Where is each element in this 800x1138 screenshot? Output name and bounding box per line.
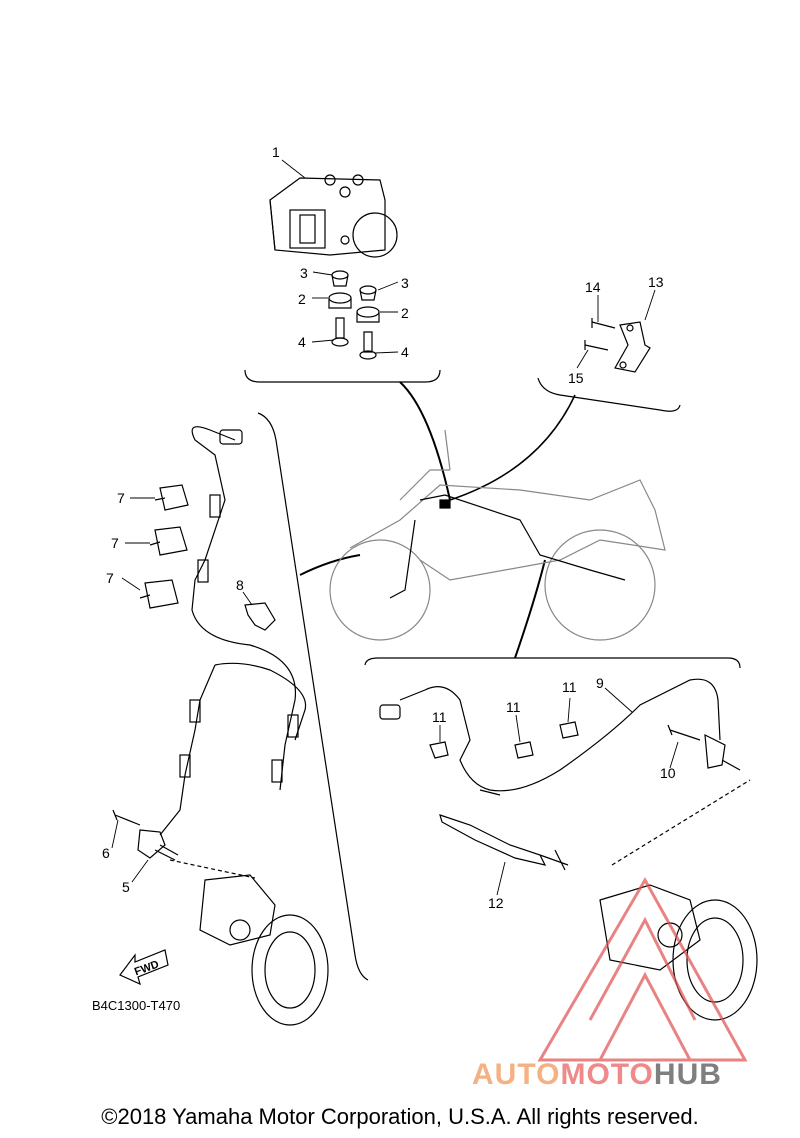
- right-group-bracket: [537, 377, 681, 412]
- front-sensor-harness: [159, 426, 307, 836]
- bottom-group-bracket: [364, 657, 741, 669]
- watermark-text: AUTOMOTOHUB: [472, 1058, 722, 1092]
- watermark-logo: [537, 876, 748, 1062]
- callout-label: 2: [298, 291, 306, 307]
- callout-label: 11: [562, 679, 577, 695]
- front-wheel-hub: [169, 859, 329, 1026]
- copyright-notice: ©2018 Yamaha Motor Corporation, U.S.A. A…: [101, 1104, 699, 1129]
- callout-label: 6: [102, 845, 110, 861]
- callout-label: 8: [236, 577, 244, 593]
- front-wheel-sensor: [112, 809, 179, 861]
- clamp: [244, 602, 276, 631]
- grommet-bolt-set-left: [328, 270, 352, 347]
- callout-label: 4: [401, 344, 409, 360]
- callout-label: 3: [300, 265, 308, 281]
- callout-label: 11: [506, 699, 521, 715]
- callout-label: 2: [401, 305, 409, 321]
- callout-label: 7: [106, 570, 114, 586]
- diagram-code: B4C1300-T470: [92, 998, 181, 1013]
- callout-label: 12: [488, 895, 504, 911]
- callout-label: 13: [648, 274, 664, 290]
- watermark-part: MOTO: [560, 1058, 654, 1091]
- callout-label: 7: [111, 535, 119, 551]
- callout-label: 10: [660, 765, 676, 781]
- callout-label: 15: [568, 370, 584, 386]
- callout-label: 1: [272, 144, 280, 160]
- watermark-part: HUB: [653, 1058, 722, 1091]
- left-group-bracket: [257, 412, 369, 981]
- callout-label: 3: [401, 275, 409, 291]
- callout-label: 7: [117, 490, 125, 506]
- callout-label: 9: [596, 675, 604, 691]
- callout-label: 5: [122, 879, 130, 895]
- watermark-part: AUTO: [472, 1058, 561, 1091]
- sensor-bracket: [584, 318, 651, 373]
- motorcycle-silhouette: [329, 429, 666, 641]
- harness-clips: [139, 484, 189, 609]
- callout-labels: 1 2 2 3 3 4 4 5 6 7 7 7 8 9 10 11 11 11 …: [102, 144, 676, 978]
- abs-hydraulic-unit: [269, 174, 398, 258]
- callout-label: 11: [432, 709, 447, 725]
- cable-tie: [439, 814, 547, 866]
- fwd-arrow-icon: [119, 949, 169, 986]
- top-group-bracket: [244, 369, 441, 383]
- rear-sensor-harness: [379, 678, 741, 796]
- grommet-bolt-set-right: [356, 285, 380, 360]
- callout-label: 14: [585, 279, 601, 295]
- callout-label: 4: [298, 334, 306, 350]
